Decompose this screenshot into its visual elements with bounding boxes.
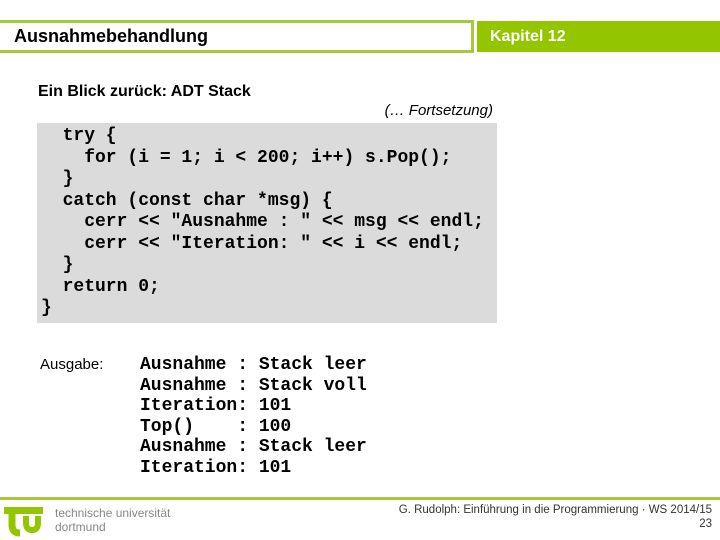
footer-divider xyxy=(0,497,720,500)
page-number: 23 xyxy=(699,518,712,530)
university-name: technische universität dortmund xyxy=(55,506,170,534)
text-line: catch (const char *msg) { xyxy=(41,190,333,211)
text-line: } xyxy=(41,298,52,318)
text-line: cerr << "Ausnahme : " << msg << endl; xyxy=(41,212,484,232)
code-block: try { for (i = 1; i < 200; i++) s.Pop();… xyxy=(37,123,497,323)
continuation-note: (… Fortsetzung) xyxy=(384,102,493,119)
text-line: Iteration: 101 xyxy=(140,396,292,416)
tu-dortmund-logo-icon xyxy=(4,507,43,537)
text-line: Ausnahme : Stack voll xyxy=(140,375,367,396)
university-line-1: technische universität xyxy=(55,506,171,520)
section-heading: Ein Blick zurück: ADT Stack xyxy=(38,83,251,100)
chapter-label: Kapitel 12 xyxy=(490,27,566,45)
text-line: Ausnahme : Stack leer xyxy=(140,437,367,457)
slide-title-box: Ausnahmebehandlung xyxy=(0,20,474,53)
text-line: try { xyxy=(41,126,117,146)
text-line: } xyxy=(41,169,74,189)
text-line: return 0; xyxy=(41,276,160,297)
output-label: Ausgabe: xyxy=(40,356,104,373)
university-line-2: dortmund xyxy=(55,520,106,534)
text-line: for (i = 1; i < 200; i++) s.Pop(); xyxy=(41,147,452,168)
text-line: Ausnahme : Stack leer xyxy=(140,355,367,375)
text-line: cerr << "Iteration: " << i << endl; xyxy=(41,233,463,254)
chapter-badge: Kapitel 12 xyxy=(477,21,720,52)
footer-credit: G. Rudolph: Einführung in die Programmie… xyxy=(399,503,712,531)
credit-text: G. Rudolph: Einführung in die Programmie… xyxy=(398,504,712,516)
text-line: } xyxy=(41,255,74,275)
slide-title: Ausnahmebehandlung xyxy=(14,26,209,46)
text-line: Iteration: 101 xyxy=(140,457,292,478)
text-line: Top() : 100 xyxy=(140,416,292,437)
